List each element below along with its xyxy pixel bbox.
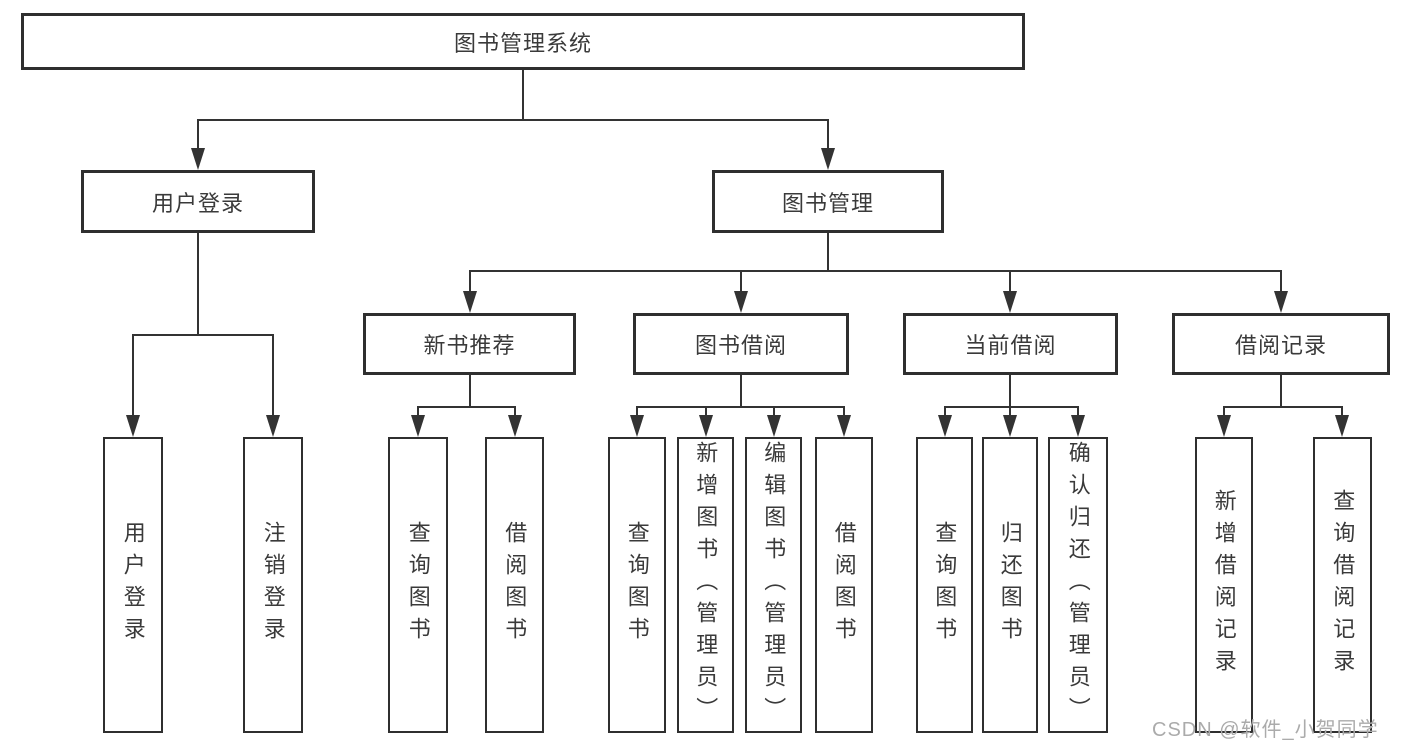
node-current-borrow: 当前借阅 (903, 313, 1118, 375)
leaf-edit-book-admin-label: 编辑图书（管理员） (761, 441, 787, 729)
node-book-borrow-label: 图书借阅 (694, 333, 787, 358)
connector-line (827, 119, 829, 150)
leaf-borrow-book-label: 借阅图书 (831, 521, 857, 649)
connector-line (417, 406, 419, 416)
connector-line (843, 406, 845, 416)
leaf-borrow-book-recommend: 借阅图书 (485, 437, 544, 733)
arrow-down-icon (734, 291, 748, 313)
arrow-down-icon (411, 415, 425, 437)
node-book-borrow: 图书借阅 (633, 313, 849, 375)
connector-line (740, 270, 742, 292)
connector-line (1223, 406, 1225, 416)
leaf-confirm-return-admin-label: 确认归还（管理员） (1065, 441, 1091, 729)
arrow-down-icon (126, 415, 140, 437)
connector-line (197, 119, 829, 121)
arrow-down-icon (938, 415, 952, 437)
arrow-down-icon (463, 291, 477, 313)
leaf-return-book: 归还图书 (982, 437, 1038, 733)
connector-line (636, 406, 845, 408)
arrow-down-icon (699, 415, 713, 437)
leaf-edit-book-admin: 编辑图书（管理员） (745, 437, 802, 733)
connector-line (1223, 406, 1343, 408)
arrow-down-icon (266, 415, 280, 437)
leaf-borrow-book: 借阅图书 (815, 437, 873, 733)
node-borrow-records: 借阅记录 (1172, 313, 1390, 375)
connector-line (1341, 406, 1343, 416)
arrow-down-icon (1217, 415, 1231, 437)
connector-line (417, 406, 516, 408)
node-user-login: 用户登录 (81, 170, 315, 233)
connector-line (522, 70, 524, 120)
arrow-down-icon (1274, 291, 1288, 313)
leaf-query-book-recommend: 查询图书 (388, 437, 448, 733)
watermark: CSDN @软件_小贺同学 (1152, 719, 1379, 741)
arrow-down-icon (837, 415, 851, 437)
connector-line (705, 406, 707, 416)
node-book-management-label: 图书管理 (781, 190, 874, 216)
connector-line (1280, 270, 1282, 292)
leaf-add-book-admin: 新增图书（管理员） (677, 437, 734, 733)
leaf-query-book-borrow: 查询图书 (608, 437, 666, 733)
connector-line (1077, 406, 1079, 416)
connector-line (197, 119, 199, 150)
node-borrow-records-label: 借阅记录 (1234, 333, 1327, 358)
connector-line (740, 375, 742, 407)
arrow-down-icon (821, 148, 835, 170)
connector-line (1280, 375, 1282, 407)
node-root-label: 图书管理系统 (453, 30, 592, 56)
node-current-borrow-label: 当前借阅 (964, 333, 1057, 358)
connector-line (514, 406, 516, 416)
connector-line (132, 334, 134, 416)
arrow-down-icon (508, 415, 522, 437)
connector-line (1009, 375, 1011, 407)
leaf-logout-label: 注销登录 (260, 521, 286, 649)
arrow-down-icon (1003, 291, 1017, 313)
arrow-down-icon (1071, 415, 1085, 437)
node-new-book-recommend-label: 新书推荐 (423, 333, 516, 358)
node-root: 图书管理系统 (21, 13, 1025, 70)
connector-line (636, 406, 638, 416)
leaf-add-borrow-record: 新增借阅记录 (1195, 437, 1253, 733)
connector-line (272, 334, 274, 416)
arrow-down-icon (630, 415, 644, 437)
connector-line (827, 233, 829, 271)
connector-line (944, 406, 946, 416)
arrow-down-icon (1003, 415, 1017, 437)
arrow-down-icon (1335, 415, 1349, 437)
connector-line (469, 270, 1282, 272)
leaf-query-book-recommend-label: 查询图书 (405, 521, 431, 649)
leaf-query-book-borrow-label: 查询图书 (624, 521, 650, 649)
leaf-query-book-current: 查询图书 (916, 437, 973, 733)
connector-line (1009, 270, 1011, 292)
arrow-down-icon (191, 148, 205, 170)
connector-line (469, 375, 471, 407)
connector-line (132, 334, 274, 336)
node-new-book-recommend: 新书推荐 (363, 313, 576, 375)
leaf-query-book-current-label: 查询图书 (932, 521, 958, 649)
connector-line (469, 270, 471, 292)
connector-line (773, 406, 775, 416)
leaf-logout: 注销登录 (243, 437, 303, 733)
leaf-add-borrow-record-label: 新增借阅记录 (1211, 489, 1237, 681)
connector-line (1009, 406, 1011, 416)
connector-line (944, 406, 1079, 408)
leaf-return-book-label: 归还图书 (997, 521, 1023, 649)
leaf-user-login-label: 用户登录 (120, 521, 146, 649)
node-user-login-label: 用户登录 (151, 190, 244, 216)
leaf-add-book-admin-label: 新增图书（管理员） (693, 441, 719, 729)
leaf-user-login: 用户登录 (103, 437, 163, 733)
leaf-query-borrow-record-label: 查询借阅记录 (1330, 489, 1356, 681)
node-book-management: 图书管理 (712, 170, 944, 233)
arrow-down-icon (767, 415, 781, 437)
connector-line (197, 233, 199, 335)
leaf-query-borrow-record: 查询借阅记录 (1313, 437, 1372, 733)
leaf-confirm-return-admin: 确认归还（管理员） (1048, 437, 1108, 733)
leaf-borrow-book-recommend-label: 借阅图书 (502, 521, 528, 649)
